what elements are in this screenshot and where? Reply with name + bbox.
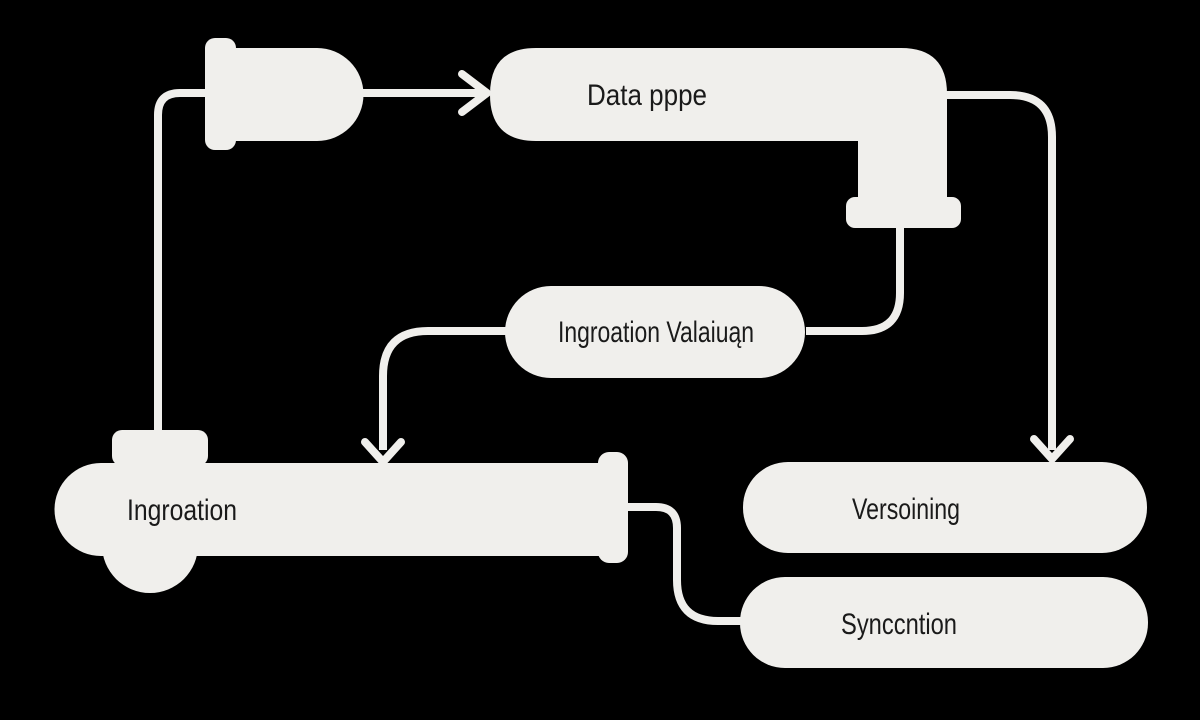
- feeder-cap-flange: [205, 38, 236, 150]
- ingestion-pipe-top-flange: [112, 430, 208, 466]
- node-label-versioning: Versoining: [852, 493, 960, 526]
- edge-datapipe-to-versioning: [945, 91, 1056, 450]
- node-validation: Ingroation Valaiuąn: [505, 286, 805, 378]
- edge-validation-to-ingestion: [379, 327, 506, 450]
- node-label-sync: Synccntion: [841, 608, 957, 641]
- node-feeder-cap: [205, 38, 364, 150]
- node-label-ingestion: Ingroation: [127, 494, 237, 527]
- node-label-data-pipe: Data pppe: [587, 79, 707, 112]
- ingestion-pipe-end-cap: [598, 452, 628, 563]
- feeder-cap-body: [226, 48, 364, 141]
- node-sync: Synccntion: [740, 577, 1148, 668]
- edge-ingestion-to-sync: [626, 503, 742, 625]
- edge-datapipe-to-validation: [806, 226, 904, 335]
- validation-body: [505, 286, 805, 378]
- node-ingestion-pipe: Ingroation: [54, 430, 628, 593]
- arrow-right-icon: [458, 70, 491, 116]
- node-label-validation: Ingroation Valaiuąn: [558, 316, 754, 349]
- node-data-pipe: Data pppe: [490, 48, 961, 228]
- versioning-body: [743, 462, 1147, 553]
- arrow-down-icon: [1030, 435, 1074, 463]
- ingestion-pipe-body: [54, 463, 603, 556]
- edge-feeder-to-ingestion: [154, 89, 212, 431]
- data-pipe-flange: [846, 197, 961, 228]
- data-pipe-body: [490, 48, 947, 202]
- arrow-down-icon: [361, 438, 405, 466]
- node-versioning: Versoining: [743, 462, 1147, 553]
- sync-body: [740, 577, 1148, 668]
